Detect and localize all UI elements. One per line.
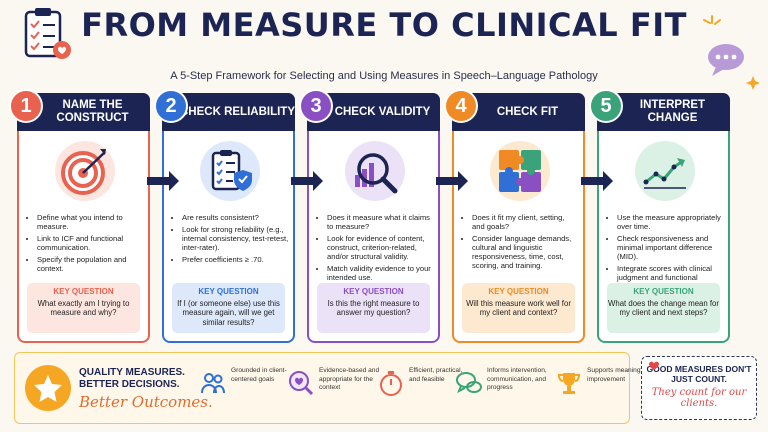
bullet: Use the measure appropriately over time. (617, 213, 724, 231)
step-card-1: 1 NAME THE CONSTRUCT Define what you int… (9, 89, 150, 343)
puzzle-icon (499, 150, 541, 192)
step-bullets: Define what you intend to measure. Link … (27, 213, 144, 276)
arrow-right-icon (147, 171, 179, 191)
star-badge-icon (25, 365, 71, 411)
arrow-right-icon (581, 171, 613, 191)
speech-bubble-icon (708, 44, 744, 76)
benefits-banner: QUALITY MEASURES. BETTER DECISIONS. Bett… (14, 352, 647, 424)
key-question-box: KEY QUESTION What does the change mean f… (607, 283, 720, 333)
people-icon (201, 373, 225, 394)
sparkle-icon (703, 15, 721, 25)
bullet: Look for strong reliability (e.g., inter… (182, 225, 289, 252)
step-number: 4 (444, 89, 478, 123)
step-bullets: Does it measure what it claims to measur… (317, 213, 434, 285)
bullet: Look for evidence of content, construct,… (327, 234, 434, 261)
bullet: Does it measure what it claims to measur… (327, 213, 434, 231)
stopwatch-icon (380, 371, 402, 396)
bullet: Match validity evidence to your intended… (327, 264, 434, 282)
step-bullets: Does it fit my client, setting, and goal… (462, 213, 579, 273)
key-question-box: KEY QUESTION Will this measure work well… (462, 283, 575, 333)
key-question-text: If I (or someone else) use this measure … (177, 298, 280, 327)
key-question-box: KEY QUESTION Is this the right measure t… (317, 283, 430, 333)
step-card-4: 4 CHECK FIT Does it fit my client, setti… (444, 89, 585, 343)
arrow-right-icon (436, 171, 468, 191)
key-question-text: Will this measure work well for my clien… (466, 298, 571, 318)
page-subtitle: A 5-Step Framework for Selecting and Usi… (170, 70, 598, 82)
heart-search-icon (289, 371, 314, 396)
bullet: Prefer coefficients ≥ .70. (182, 255, 289, 264)
arrow-right-icon (291, 171, 323, 191)
bullet: Consider language demands, cultural and … (472, 234, 579, 270)
key-question-text: What exactly am I trying to measure and … (37, 298, 130, 318)
callout-script: They count for our clients. (651, 387, 747, 409)
magnifier-chart-icon (355, 153, 398, 194)
key-question-text: Is this the right measure to answer my q… (327, 298, 420, 318)
step-number: 2 (154, 89, 188, 123)
key-question-label: KEY QUESTION (343, 287, 404, 296)
callout-box: GOOD MEASURES DON'T JUST COUNT. They cou… (641, 356, 757, 420)
callout-heading: GOOD MEASURES DON'T JUST COUNT. (646, 364, 752, 384)
key-question-label: KEY QUESTION (53, 287, 114, 296)
key-question-label: KEY QUESTION (488, 287, 549, 296)
target-icon (61, 149, 106, 195)
star-sparkle-icon (746, 76, 760, 90)
step-card-3: 3 CHECK VALIDITY Does it measure what it… (299, 89, 440, 343)
step-number: 3 (299, 89, 333, 123)
key-question-box: KEY QUESTION What exactly am I trying to… (27, 283, 140, 333)
step-bullets: Use the measure appropriately over time.… (607, 213, 724, 294)
step-card-2: 2 CHECK RELIABILITY Are results consiste… (154, 89, 295, 343)
step-bullets: Are results consistent? Look for strong … (172, 213, 289, 267)
key-question-label: KEY QUESTION (198, 287, 259, 296)
step-number: 5 (589, 89, 623, 123)
clipboard-icon (24, 8, 71, 59)
step-number: 1 (9, 89, 43, 123)
banner-script: Better Outcomes. (79, 393, 213, 411)
trophy-icon (557, 373, 581, 394)
bullet: Are results consistent? (182, 213, 289, 222)
banner-headline: QUALITY MEASURES. BETTER DECISIONS. (79, 367, 185, 390)
step-card-5: 5 INTERPRET CHANGE Use the measure appro… (589, 89, 730, 343)
bullet: Specify the population and context. (37, 255, 144, 273)
bullet: Define what you intend to measure. (37, 213, 144, 231)
key-question-box: KEY QUESTION If I (or someone else) use … (172, 283, 285, 333)
bullet: Link to ICF and functional communication… (37, 234, 144, 252)
bullet: Check responsiveness and minimal importa… (617, 234, 724, 261)
heart-icon (649, 361, 659, 370)
page-title: FROM MEASURE TO CLINICAL FIT (81, 6, 687, 44)
checklist-shield-icon (211, 150, 252, 191)
key-question-text: What does the change mean for my client … (608, 298, 719, 318)
trend-chart-icon (643, 158, 686, 189)
step-title: NAME THE CONSTRUCT (17, 93, 150, 131)
bullet: Does it fit my client, setting, and goal… (472, 213, 579, 231)
chat-bubbles-icon (456, 372, 482, 394)
key-question-label: KEY QUESTION (633, 287, 694, 296)
